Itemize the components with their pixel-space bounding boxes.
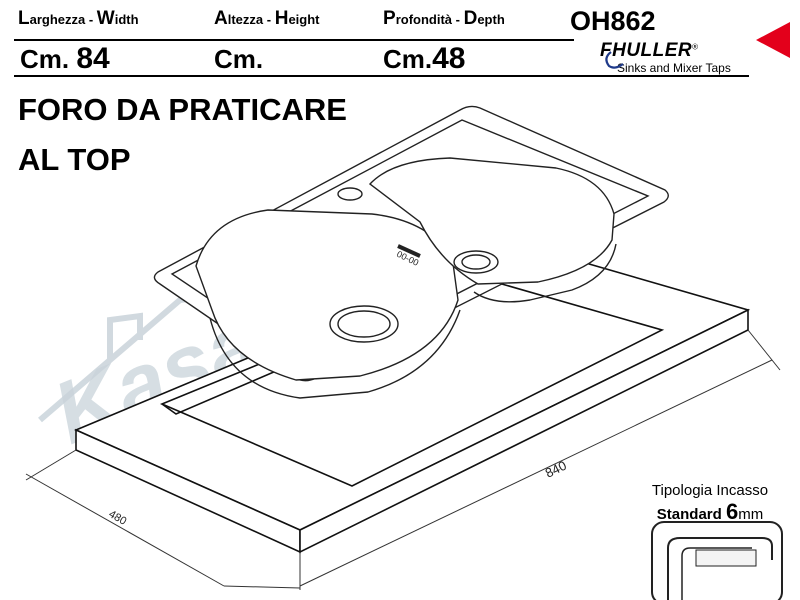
brand-name: FHULLER: [600, 40, 693, 61]
width-label: Larghezza - Width: [18, 8, 139, 29]
header-divider: [14, 39, 574, 41]
red-triangle-icon: [756, 22, 790, 58]
title-line-1: FORO DA PRATICARE: [18, 92, 347, 127]
model-code: OH862: [570, 6, 656, 36]
dimension-width-label: 840: [543, 458, 569, 481]
height-value: Cm.: [214, 44, 264, 74]
header-bottom-rule: [14, 75, 749, 77]
incasso-standard: Standard 6mm: [656, 499, 764, 524]
incasso-title: Tipologia Incasso: [651, 482, 769, 499]
dimension-depth-label: 480: [107, 508, 129, 528]
incasso-panel: Tipologia Incasso Standard 6mm: [620, 482, 800, 525]
title-line-2: AL TOP: [18, 142, 131, 177]
countertop: [73, 243, 751, 554]
depth-label: Profondità - Depth: [383, 8, 505, 29]
incasso-detail: [651, 521, 783, 600]
depth-value: Cm.48: [383, 42, 466, 75]
width-value: Cm. 84: [20, 42, 110, 75]
brand-logo: FHULLER® Sinks and Mixer Taps: [600, 40, 731, 75]
height-label: Altezza - Height: [214, 8, 320, 29]
brand-tagline: Sinks and Mixer Taps: [617, 61, 731, 75]
brand-swoosh-icon: [605, 51, 624, 69]
sink: [153, 105, 669, 399]
dimension-lines: [25, 329, 781, 590]
